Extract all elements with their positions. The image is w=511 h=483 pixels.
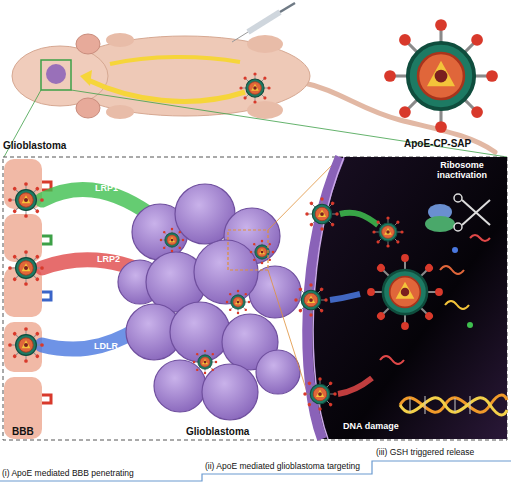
step-label: (ii) ApoE mediated glioblastoma targetin…	[205, 462, 360, 472]
nanoparticle-large	[384, 19, 498, 133]
dna-helix-part	[410, 398, 411, 412]
delivery-arrows-part	[88, 80, 245, 101]
step-label: (i) ApoE mediated BBB penetrating	[2, 469, 134, 479]
effect-label: DNA damage	[343, 421, 399, 431]
delivery-arrows-part	[110, 57, 240, 64]
cell-interior-part	[294, 283, 327, 316]
bbb-nanoparticles	[8, 182, 274, 374]
tumor-part	[256, 350, 300, 394]
cell-interior-part	[452, 247, 458, 253]
bbb-nanoparticles-part	[8, 327, 44, 363]
ribosome-scissors	[425, 194, 490, 241]
receptor-label: LDLR	[94, 341, 118, 351]
effect-label: Ribosome inactivation	[418, 160, 506, 181]
mouse-label: Glioblastoma	[3, 140, 66, 152]
dna-helix-part	[470, 396, 471, 414]
step-line-part	[0, 461, 511, 481]
bbb-nanoparticles-part	[226, 290, 251, 315]
receptor-label: LRP2	[97, 254, 120, 264]
mouse-part	[76, 98, 100, 118]
dna-helix-part	[455, 398, 456, 412]
tumor-label: Glioblastoma	[186, 426, 249, 438]
bbb-wall-part	[42, 395, 51, 403]
dna-helix-part	[400, 398, 507, 415]
cell-interior-part	[445, 301, 469, 309]
cell-interior-part	[307, 157, 507, 439]
dna-helix-part	[425, 396, 426, 414]
tumor-part	[170, 302, 230, 362]
mouse-part	[76, 34, 100, 54]
syringe-part	[248, 12, 280, 32]
cell-interior-part	[372, 216, 403, 247]
nanoparticle-large-part	[384, 19, 498, 133]
mouse-part	[41, 60, 71, 90]
cell-interior-part	[330, 294, 360, 300]
zoom-box-part	[228, 230, 268, 270]
ribosome-scissors-part	[470, 235, 490, 241]
tumor-part	[194, 240, 258, 304]
mouse-part	[106, 105, 134, 119]
tumor	[118, 184, 301, 420]
ribosome-scissors-part	[454, 194, 462, 202]
cell-interior-part	[338, 378, 372, 394]
cell-interior-part	[367, 254, 443, 330]
syringe-part	[232, 32, 248, 42]
cell-interior-part	[467, 322, 473, 328]
mouse-part	[247, 35, 283, 53]
zoom-lines	[4, 90, 507, 157]
delivery-arrows-part	[80, 70, 92, 86]
bbb-wall-part	[4, 377, 42, 439]
mouse-part	[46, 64, 66, 84]
cell-interior-part	[340, 213, 378, 225]
bbb-wall-part	[42, 292, 51, 300]
cell-interior-part	[303, 377, 336, 410]
mouse-part	[12, 46, 108, 106]
bbb-nanoparticles-part	[160, 228, 185, 253]
cell-interior-part	[380, 356, 404, 364]
bbb-nanoparticles-part	[250, 240, 275, 265]
bbb-wall-part	[4, 214, 42, 262]
step-label: (iii) GSH triggered release	[376, 448, 474, 458]
barrier-label: BBB	[12, 426, 34, 438]
ribosome-scissors-part	[454, 223, 462, 231]
cell-interior-part	[440, 266, 464, 274]
bbb-nanoparticles-part	[8, 250, 44, 286]
bbb-nanoparticles-part	[193, 350, 218, 375]
syringe	[232, 3, 295, 42]
lower-panel	[3, 157, 507, 440]
mouse-part	[106, 33, 134, 47]
syringe-part	[280, 3, 295, 12]
receptor-label: LRP1	[95, 183, 118, 193]
delivery-arrows	[80, 57, 271, 104]
ribosome-scissors-part	[462, 200, 490, 225]
ribosome-scissors-part	[462, 200, 490, 225]
dna-helix	[400, 395, 507, 415]
step-line	[0, 461, 511, 481]
tumor-part	[202, 364, 258, 420]
cell-interior	[294, 157, 507, 439]
lower-panel-part	[3, 157, 507, 440]
zoom-lines-part	[71, 90, 507, 157]
particle-label: ApoE-CP-SAP	[404, 138, 471, 150]
ribosome-scissors-part	[425, 216, 455, 232]
tumor-part	[154, 360, 206, 412]
mouse-part	[247, 101, 283, 119]
bbb-wall-part	[42, 236, 51, 244]
cell-interior-part	[305, 197, 338, 230]
bbb-nanoparticles-part	[8, 182, 44, 218]
delivery-arrows-part	[239, 72, 270, 103]
